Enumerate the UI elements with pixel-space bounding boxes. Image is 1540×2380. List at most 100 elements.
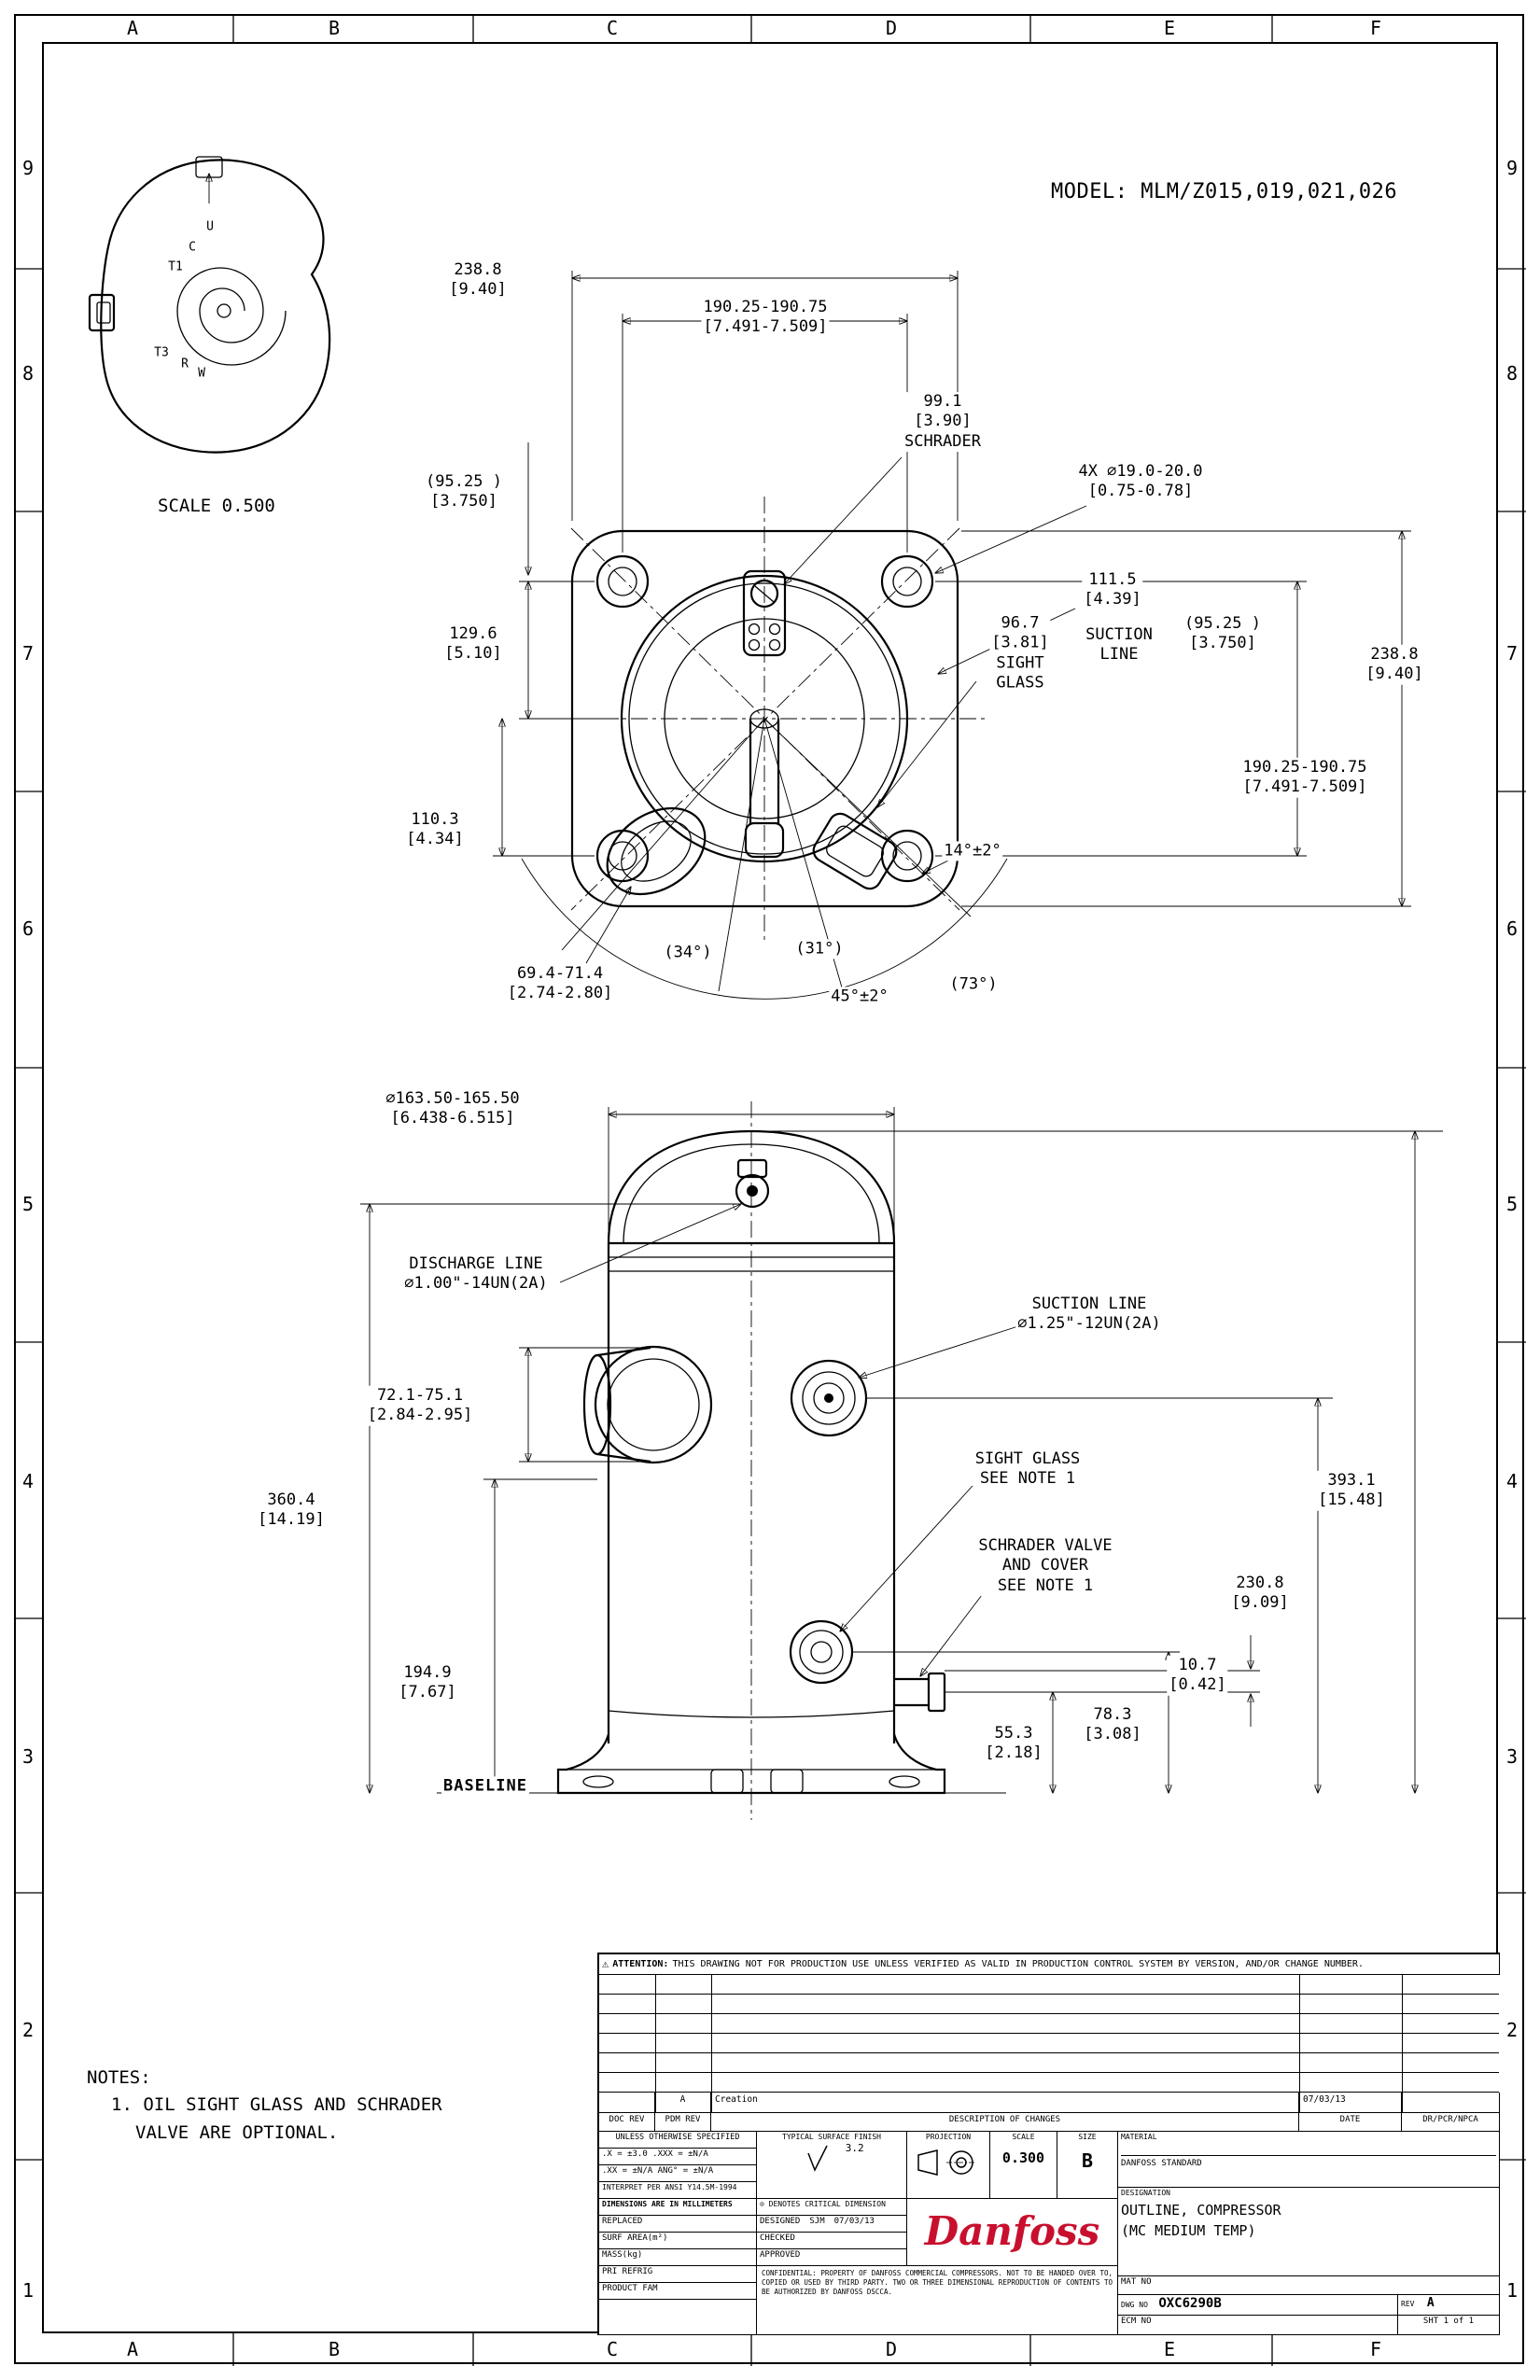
detail-label-u: U [206, 219, 214, 234]
dim-78: 78.3 [3.08] [1082, 1704, 1143, 1745]
danfoss-logo: Danfoss [907, 2199, 1118, 2266]
surface-finish-label: TYPICAL SURFACE FINISH [782, 2133, 881, 2141]
sheet-frame-outer [14, 14, 1524, 2364]
attention-text: THIS DRAWING NOT FOR PRODUCTION USE UNLE… [672, 1958, 1364, 1969]
designation-box: DESIGNATION OUTLINE, COMPRESSOR (MC MEDI… [1118, 2188, 1500, 2276]
dim-69: 69.4-71.4 [2.74-2.80] [505, 963, 615, 1004]
revision-header-row: DOC REV PDM REV DESCRIPTION OF CHANGES D… [599, 2113, 1500, 2132]
border-row-label: 1 [21, 2279, 35, 2302]
attention-label: ATTENTION: [612, 1958, 669, 1969]
dim-230: 230.8 [9.09] [1229, 1573, 1291, 1614]
size-value: B [1081, 2149, 1094, 2172]
designation-label: DESIGNATION [1121, 2189, 1170, 2197]
replaced-cell: REPLACED [599, 2216, 757, 2233]
projection-box: PROJECTION [907, 2132, 990, 2199]
border-row-label: 4 [21, 1470, 35, 1492]
dim-shell-diameter: ⌀163.50-165.50 [6.438-6.515] [384, 1088, 522, 1129]
label-baseline: BASELINE [441, 1776, 529, 1797]
rev-value: A [1426, 2296, 1435, 2310]
label-discharge-line: DISCHARGE LINE ⌀1.00"-14UN(2A) [402, 1253, 550, 1295]
detail-label-w: W [198, 366, 205, 381]
dim-angle-34: (34°) [662, 943, 714, 963]
size-label: SIZE [1078, 2133, 1097, 2141]
border-row-label: 1 [1505, 2279, 1519, 2302]
dim-angle-73: (73°) [947, 974, 1000, 995]
dim-cap: 72.1-75.1 [2.84-2.95] [365, 1385, 475, 1426]
attention-warning-icon: ⚠ [602, 1957, 609, 1971]
border-row-label: 9 [1505, 157, 1519, 179]
material-label: MATERIAL [1121, 2133, 1157, 2141]
dim-129: 129.6 [5.10] [442, 623, 504, 665]
empty-cell [599, 2300, 757, 2335]
dim-55: 55.3 [2.18] [983, 1723, 1044, 1764]
dim-angle-14: 14°±2° [942, 841, 1003, 861]
critical-dimension-text: DENOTES CRITICAL DIMENSION [768, 2200, 886, 2208]
revision-column-divider [655, 1975, 656, 2113]
compressor-top-view [493, 271, 1411, 1000]
surface-finish-box: TYPICAL SURFACE FINISH 3.2 [757, 2132, 907, 2199]
material-rule [1121, 2154, 1496, 2156]
notes-title: NOTES: [87, 2067, 151, 2088]
designed-cell: DESIGNED SJM 07/03/13 [757, 2216, 907, 2233]
notes-block: NOTES: 1. OIL SIGHT GLASS AND SCHRADER V… [87, 2065, 442, 2147]
rev-description: Creation [711, 2093, 1299, 2113]
compressor-side-view [360, 1101, 1443, 1820]
border-col-label: B [328, 17, 341, 39]
rev-cell [599, 2093, 655, 2113]
border-row-label: 7 [1505, 642, 1519, 665]
model-title: MODEL: MLM/Z015,019,021,026 [1051, 180, 1398, 203]
rev-letter: A [655, 2093, 711, 2113]
dim-right-height: 238.8 [9.40] [1364, 644, 1425, 685]
border-col-label: A [126, 17, 139, 39]
material-box: MATERIAL DANFOSS STANDARD [1118, 2132, 1500, 2188]
border-col-label: F [1369, 17, 1382, 39]
product-fam-cell: PRODUCT FAM [599, 2283, 757, 2300]
dim-393: 393.1 [15.48] [1316, 1470, 1387, 1511]
border-row-label: 8 [21, 362, 35, 385]
surf-area-cell: SURF AREA(m²) [599, 2233, 757, 2249]
tolerance-line-1: .X = ±3.0 .XXX = ±N/A [599, 2149, 757, 2165]
border-row-label: 5 [21, 1193, 35, 1215]
dim-angle-31: (31°) [793, 939, 846, 959]
dim-sight-glass-pos: 96.7 [3.81] SIGHT GLASS [989, 613, 1051, 693]
surface-finish-icon [807, 2145, 829, 2172]
detail-label-r: R [181, 357, 189, 371]
border-col-label: E [1163, 2338, 1176, 2360]
revision-table-rows [599, 1975, 1499, 2093]
border-col-label: F [1369, 2338, 1382, 2360]
rev-label: REV [1401, 2300, 1415, 2308]
dim-top-width: 238.8 [9.40] [447, 259, 509, 301]
critical-dimension-note: ⊙ DENOTES CRITICAL DIMENSION [757, 2199, 907, 2216]
border-row-label: 3 [21, 1745, 35, 1768]
scale-label: SCALE [1012, 2133, 1035, 2141]
rev-header-date: DATE [1299, 2113, 1402, 2132]
detail-scale-note: SCALE 0.500 [158, 496, 275, 516]
revision-column-divider [711, 1975, 712, 2113]
approved-cell: APPROVED [757, 2249, 907, 2266]
revision-entry-row: A Creation 07/03/13 [599, 2093, 1500, 2113]
checked-cell: CHECKED [757, 2233, 907, 2249]
dim-111: 111.5 [4.39] [1082, 569, 1143, 610]
border-row-label: 4 [1505, 1470, 1519, 1492]
detail-label-t1: T1 [168, 259, 183, 274]
interpret-note: INTERPRET PER ANSI Y14.5M-1994 [599, 2182, 757, 2199]
border-col-label: C [606, 2338, 619, 2360]
border-col-label: D [885, 17, 898, 39]
confidential-notice: CONFIDENTIAL: PROPERTY OF DANFOSS COMMER… [757, 2266, 1118, 2335]
label-suction-line: SUCTION LINE [1084, 624, 1155, 665]
rev-date: 07/03/13 [1299, 2093, 1402, 2113]
dim-10: 10.7 [0.42] [1167, 1655, 1228, 1696]
mass-cell: MASS(kg) [599, 2249, 757, 2266]
dwg-no-cell: DWG NO OXC6290B [1118, 2295, 1398, 2316]
dim-ref-right: (95.25 ) [3.750] [1183, 613, 1263, 654]
label-schrader-valve: SCHRADER VALVE AND COVER SEE NOTE 1 [976, 1536, 1114, 1596]
border-row-label: 2 [1505, 2019, 1519, 2041]
border-col-label: E [1163, 17, 1176, 39]
tolerance-line-2: .XX = ±N/A ANG° = ±N/A [599, 2165, 757, 2182]
designed-date: 07/03/13 [833, 2217, 875, 2226]
note-line: VALVE ARE OPTIONAL. [135, 2121, 339, 2143]
scale-box: SCALE 0.300 [990, 2132, 1057, 2199]
label-suction-line-side: SUCTION LINE ⌀1.25"-12UN(2A) [1015, 1294, 1163, 1335]
rev-header-desc: DESCRIPTION OF CHANGES [711, 2113, 1299, 2132]
